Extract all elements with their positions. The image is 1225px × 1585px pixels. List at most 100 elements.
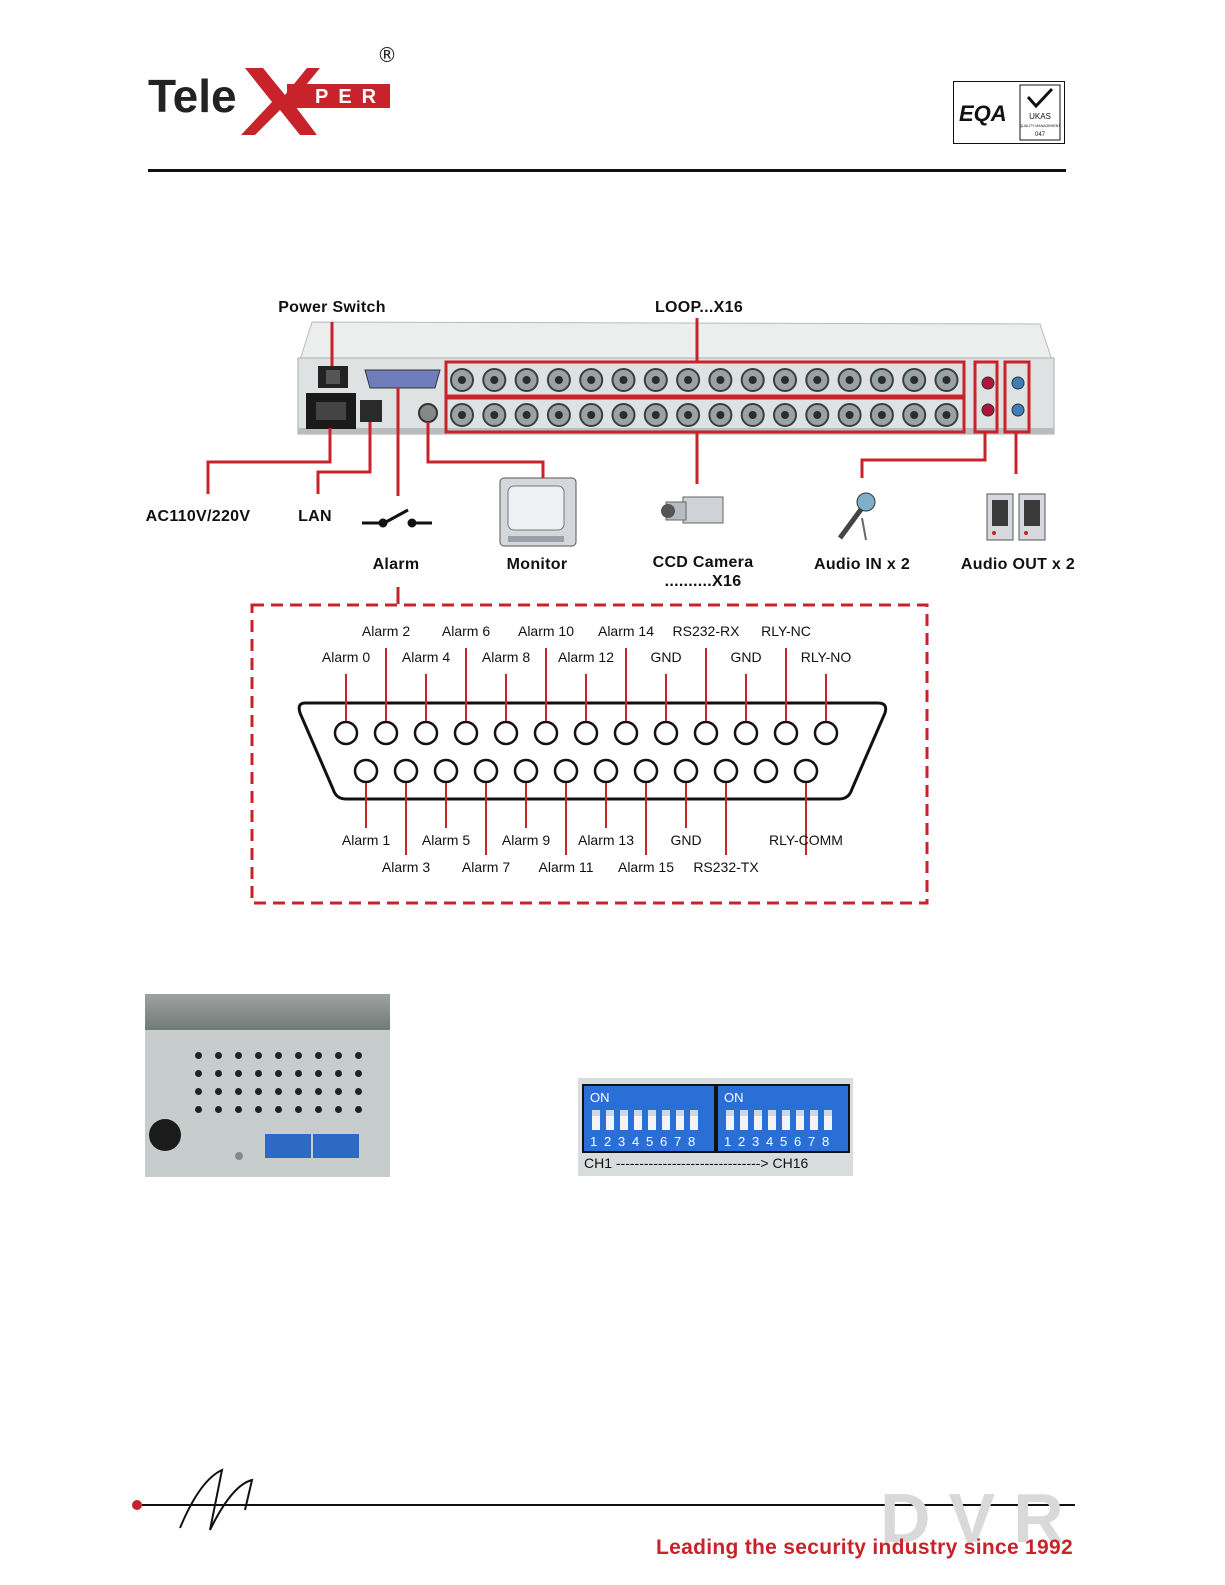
vent-hole (215, 1088, 222, 1095)
db25-pin (633, 758, 659, 784)
db25-pin (773, 720, 799, 746)
eqa-ukas-certification: EQA UKAS QUALITY MANAGEMENT 047 (953, 81, 1065, 144)
vent-hole (195, 1052, 202, 1059)
dip-switch-toggle[interactable] (768, 1110, 776, 1130)
dip-switch-toggle[interactable] (676, 1110, 684, 1130)
vent-hole (255, 1052, 262, 1059)
vent-hole (335, 1070, 342, 1077)
db25-pin (393, 758, 419, 784)
db25-pin (533, 720, 559, 746)
dip-switch-toggle[interactable] (754, 1110, 762, 1130)
db25-pin (373, 720, 399, 746)
dip-switch-number: 6 (660, 1134, 668, 1149)
vent-hole (335, 1106, 342, 1113)
dip-switch-toggle[interactable] (796, 1110, 804, 1130)
dip-switch-number: 1 (590, 1134, 598, 1149)
monitor-label: Monitor (507, 556, 568, 573)
pin-label: Alarm 1 (342, 832, 390, 848)
dip-switch-toggle[interactable] (810, 1110, 818, 1130)
header-divider (148, 169, 1066, 172)
db25-pin (413, 720, 439, 746)
vent-hole (295, 1052, 302, 1059)
pin-label: Alarm 13 (578, 832, 634, 848)
pin-label: Alarm 0 (322, 649, 370, 665)
pin-label: Alarm 6 (442, 623, 490, 639)
bnc-connector-rows (450, 368, 959, 427)
dip-switch-number: 4 (766, 1134, 774, 1149)
pin-label: Alarm 14 (598, 623, 654, 639)
dip-switch-toggle[interactable] (824, 1110, 832, 1130)
db25-connector-outline (297, 701, 888, 801)
dip-switch-number: 6 (794, 1134, 802, 1149)
dip-switch-toggle[interactable] (592, 1110, 600, 1130)
monitor-icon (499, 477, 577, 547)
dip-switch-toggle[interactable] (690, 1110, 698, 1130)
vent-hole (255, 1106, 262, 1113)
dip-switch-number: 3 (752, 1134, 760, 1149)
pin-label: Alarm 12 (558, 649, 614, 665)
db25-pin (673, 758, 699, 784)
dip-switch-toggle[interactable] (782, 1110, 790, 1130)
dip-switch-toggle[interactable] (648, 1110, 656, 1130)
vent-hole (295, 1088, 302, 1095)
ccd-camera-count-label: ..........X16 (665, 573, 742, 590)
dip-switch-number: 7 (808, 1134, 816, 1149)
db25-pin (733, 720, 759, 746)
leader-lines (206, 318, 1018, 604)
db25-pin (753, 758, 779, 784)
device-side-photo (145, 994, 390, 1177)
vent-hole (335, 1052, 342, 1059)
vent-hole (215, 1106, 222, 1113)
vent-hole (195, 1070, 202, 1077)
vent-hole (235, 1052, 242, 1059)
db25-pin (473, 758, 499, 784)
dip-switch-toggle[interactable] (726, 1110, 734, 1130)
alarm-switch-icon (362, 508, 432, 528)
db25-pin (453, 720, 479, 746)
dip-switch-number: 8 (822, 1134, 830, 1149)
dip-switch-toggle[interactable] (634, 1110, 642, 1130)
dip-switch-number: 3 (618, 1134, 626, 1149)
vent-hole (355, 1052, 362, 1059)
pin-label: GND (670, 832, 701, 848)
vent-hole (255, 1070, 262, 1077)
dip-switch-number: 7 (674, 1134, 682, 1149)
loop-outputs-highlight (444, 360, 966, 398)
telexper-logo: Tele PER ® (145, 40, 400, 135)
dip-switch-toggle[interactable] (662, 1110, 670, 1130)
db25-pin (333, 720, 359, 746)
pin-label: Alarm 3 (382, 859, 430, 875)
dip-channel-caption: CH1 -------------------------------> CH1… (584, 1155, 809, 1171)
pin-label: RLY-COMM (769, 832, 843, 848)
dip-switch-toggle[interactable] (606, 1110, 614, 1130)
ukas-text: UKAS (1029, 112, 1051, 121)
pin-label: Alarm 4 (402, 649, 450, 665)
dip-switch-number: 1 (724, 1134, 732, 1149)
pin-label: Alarm 7 (462, 859, 510, 875)
db25-pinout-box (250, 603, 929, 905)
dip-on-label: ON (590, 1090, 610, 1105)
pin-label: RS232-TX (693, 859, 759, 875)
db25-pin (693, 720, 719, 746)
db25-pin (793, 758, 819, 784)
db25-pin (353, 758, 379, 784)
dip-switch-toggle[interactable] (740, 1110, 748, 1130)
pin-label: Alarm 2 (362, 623, 410, 639)
vent-hole (315, 1088, 322, 1095)
ukas-number: 047 (1035, 132, 1046, 138)
db25-pin (513, 758, 539, 784)
db25-pin (813, 720, 839, 746)
loop-label: LOOP...X16 (655, 299, 743, 316)
pin-label: Alarm 15 (618, 859, 674, 875)
pin-label: GND (650, 649, 681, 665)
pin-label: GND (730, 649, 761, 665)
dip-switch-toggle[interactable] (620, 1110, 628, 1130)
footer-dvr-watermark: DVR (880, 1479, 1082, 1557)
vent-hole (235, 1106, 242, 1113)
dip-switch-number: 8 (688, 1134, 696, 1149)
logo-registered-mark: ® (377, 43, 397, 67)
round-knob (149, 1119, 181, 1151)
db25-pin (573, 720, 599, 746)
